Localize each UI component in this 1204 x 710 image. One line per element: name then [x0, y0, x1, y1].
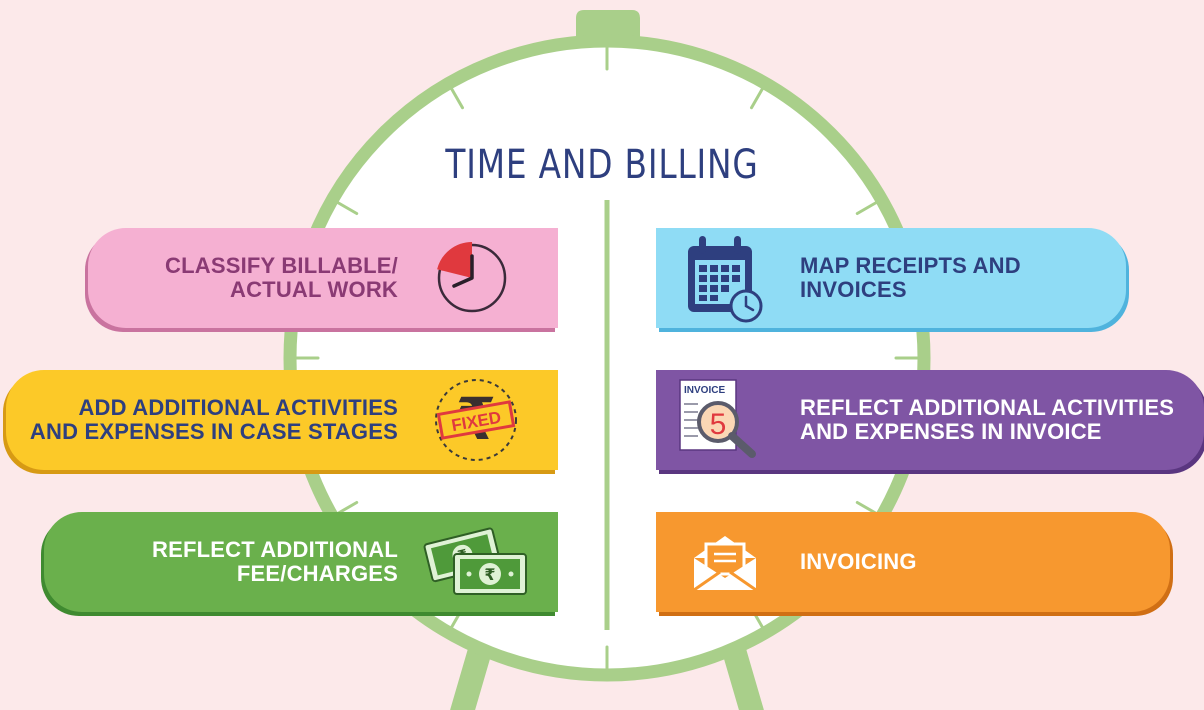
step-label-line: AND EXPENSES IN INVOICE — [800, 419, 1102, 444]
step-label: ADD ADDITIONAL ACTIVITIES AND EXPENSES I… — [30, 396, 408, 444]
clock-tick — [855, 201, 878, 215]
rupee-banknotes-icon: ₹ ₹ — [422, 522, 532, 602]
step-label-line: ADD ADDITIONAL ACTIVITIES — [78, 395, 398, 420]
invoice-icon-number: 5 — [710, 408, 727, 441]
step-invoicing: INVOICING — [656, 512, 1170, 612]
fixed-rupee-stamp-icon: ₹ FIXED — [426, 375, 526, 465]
step-reflect-fee-charges: REFLECT ADDITIONAL FEE/CHARGES ₹ ₹ — [44, 512, 558, 612]
clock-tick — [336, 201, 359, 215]
step-label-line: MAP RECEIPTS AND — [800, 253, 1021, 278]
step-label-line: AND EXPENSES IN CASE STAGES — [29, 419, 398, 444]
step-label-line: REFLECT ADDITIONAL ACTIVITIES — [800, 395, 1175, 420]
invoice-icon-label: INVOICE — [684, 385, 725, 396]
step-map-receipts-invoices: MAP RECEIPTS AND INVOICES — [656, 228, 1126, 328]
step-label: INVOICING — [792, 550, 917, 574]
step-label-line: REFLECT ADDITIONAL — [152, 537, 398, 562]
step-add-activities-expenses: ADD ADDITIONAL ACTIVITIES AND EXPENSES I… — [6, 370, 558, 470]
envelope-icon — [690, 532, 760, 592]
step-label-line: INVOICES — [800, 277, 907, 302]
clock-tick — [336, 501, 359, 515]
step-label-line: ACTUAL WORK — [230, 277, 398, 302]
step-classify-billable-work: CLASSIFY BILLABLE/ ACTUAL WORK — [88, 228, 558, 328]
step-reflect-activities-invoice: INVOICE 5 REFLECT ADDITIONAL ACTIVITIES … — [656, 370, 1204, 470]
clock-tick — [750, 87, 764, 110]
step-label: REFLECT ADDITIONAL FEE/CHARGES — [152, 538, 408, 586]
step-label: CLASSIFY BILLABLE/ ACTUAL WORK — [165, 254, 408, 302]
step-label: MAP RECEIPTS AND INVOICES — [792, 254, 1021, 302]
clock-tick — [855, 501, 878, 515]
step-label-line: FEE/CHARGES — [236, 561, 398, 586]
calendar-clock-icon — [682, 232, 766, 324]
step-label-line: CLASSIFY BILLABLE/ — [165, 253, 398, 278]
step-label-line: INVOICING — [800, 549, 917, 574]
invoice-search-icon: INVOICE 5 — [676, 374, 772, 466]
svg-text:₹: ₹ — [484, 565, 495, 584]
clock-icon — [434, 240, 510, 316]
clock-tick — [450, 87, 464, 110]
infographic-title: TIME AND BILLING — [445, 142, 759, 188]
step-label: REFLECT ADDITIONAL ACTIVITIES AND EXPENS… — [792, 396, 1174, 444]
